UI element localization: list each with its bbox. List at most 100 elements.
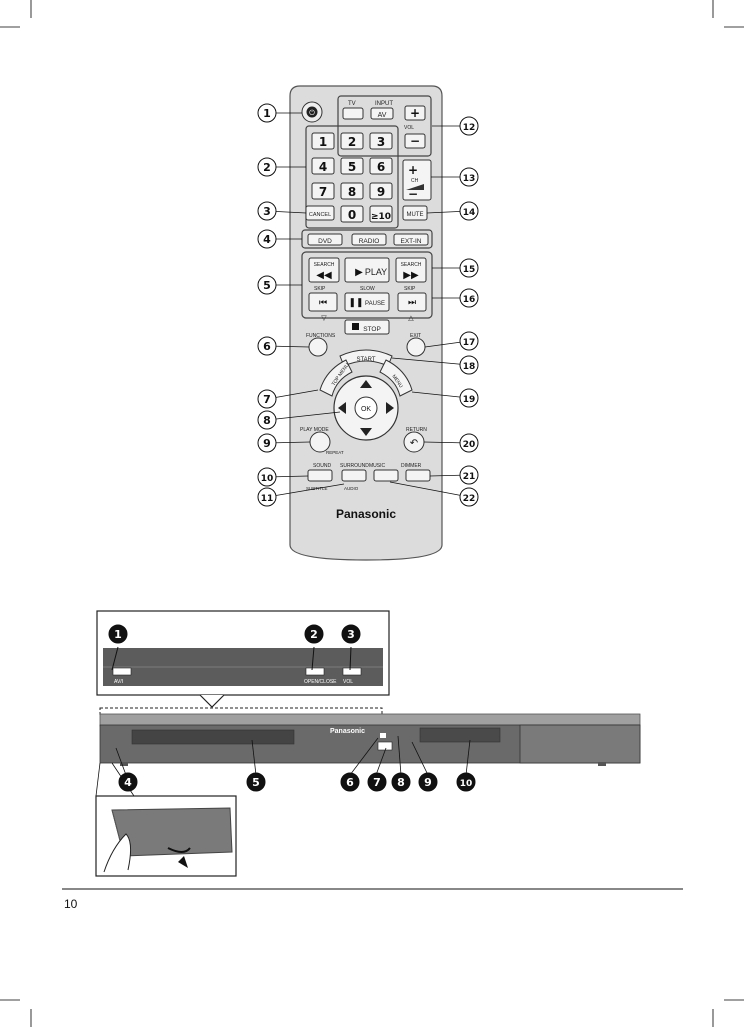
ext-in-button (393, 233, 429, 246)
input-label: INPUT (375, 101, 393, 107)
svg-text:VOL: VOL (343, 679, 353, 685)
pause-button (344, 292, 390, 312)
svg-text:START: START (356, 357, 375, 363)
svg-text:PAUSE: PAUSE (365, 301, 385, 307)
svg-text:RADIO: RADIO (359, 238, 380, 245)
svg-text:REPEAT: REPEAT (326, 450, 344, 455)
callout-circle (257, 336, 277, 356)
callout-number: 18 (463, 362, 476, 372)
callout-number: 3 (347, 628, 355, 641)
remote-brand: Panasonic (336, 507, 396, 521)
svg-text:DIMMER: DIMMER (401, 463, 422, 469)
vol-plus-button (404, 105, 426, 121)
search-fwd-button (395, 257, 427, 283)
unit-top-edge (99, 713, 641, 727)
svg-text:AV/I: AV/I (114, 679, 123, 685)
callout-number: 11 (261, 494, 274, 504)
leader-line (266, 483, 345, 498)
svg-text:AV: AV (378, 112, 387, 119)
callout-circle (257, 275, 277, 295)
callout-number: 3 (263, 205, 271, 218)
callout-number: 1 (114, 628, 122, 641)
callout-circle (304, 624, 324, 644)
svg-text:❚❚: ❚❚ (348, 297, 363, 308)
digit-label: 5 (348, 160, 356, 174)
digit-label: 8 (348, 185, 356, 199)
leader-line (391, 357, 470, 366)
callout-number: 9 (263, 437, 271, 450)
callout-number: 17 (463, 338, 476, 348)
search-back-button (308, 257, 340, 283)
callout-number: 21 (463, 472, 476, 482)
callout-circle (341, 624, 361, 644)
vol-top-button (342, 667, 362, 676)
callout-number: 22 (463, 494, 476, 504)
digit-button-10 (369, 205, 393, 223)
svg-text:FUNCTIONS: FUNCTIONS (306, 333, 336, 339)
av-top-button (112, 667, 132, 676)
svg-text:SKIP: SKIP (404, 286, 416, 292)
leader-line (411, 391, 470, 399)
skip-back-button (308, 292, 338, 312)
callout-circle (459, 288, 479, 308)
svg-text:CANCEL: CANCEL (309, 212, 331, 218)
svg-text:OPEN/CLOSE: OPEN/CLOSE (304, 679, 337, 685)
play-mode-button (309, 431, 331, 453)
down-arrow-icon (360, 428, 372, 436)
callout-number: 6 (263, 340, 271, 353)
radio-button (351, 233, 387, 246)
exit-button (406, 337, 426, 357)
svg-text:−: − (410, 134, 420, 148)
callout-circle (456, 772, 476, 792)
svg-text:EXT-IN: EXT-IN (401, 238, 422, 245)
functions-button (308, 337, 328, 357)
svg-text:⏻: ⏻ (309, 109, 315, 117)
leader-line (389, 481, 470, 498)
callout-circle (257, 157, 277, 177)
tv-power-button (342, 107, 364, 120)
unit-feet (120, 762, 128, 766)
svg-text:OK: OK (361, 406, 371, 413)
svg-text:▽: ▽ (321, 315, 327, 322)
digit-button-7 (340, 182, 364, 200)
callout-number: 14 (463, 208, 476, 218)
digit-label: 3 (377, 135, 385, 149)
svg-text:◀◀: ◀◀ (316, 270, 332, 281)
callout-number: 4 (263, 233, 271, 246)
open-arrow-icon (167, 847, 191, 853)
svg-text:PLAY: PLAY (365, 267, 387, 277)
callout-circle (108, 624, 128, 644)
disc-tray (131, 729, 295, 745)
left-arrow-icon (338, 402, 346, 414)
callout-circle (459, 465, 479, 485)
up-arrow-icon (360, 380, 372, 388)
callout-circle (459, 331, 479, 351)
digit-label: 9 (377, 185, 385, 199)
unit-brand: Panasonic (330, 728, 365, 735)
svg-text:⏭: ⏭ (408, 297, 416, 307)
callout-number: 1 (263, 107, 271, 120)
callout-circle (459, 167, 479, 187)
svg-text:SEARCH: SEARCH (314, 262, 335, 268)
digit-button-5 (369, 157, 393, 175)
callout-number: 20 (463, 440, 476, 450)
music-button (373, 469, 399, 482)
digit-label: 6 (377, 160, 385, 174)
svg-text:SLOW: SLOW (360, 286, 375, 292)
svg-text:SOUND: SOUND (313, 463, 331, 469)
usb-port (377, 741, 393, 751)
power-icon (306, 106, 318, 118)
digit-button-9 (340, 205, 364, 223)
return-icon: ↶ (410, 438, 418, 449)
callout-number: 2 (263, 161, 271, 174)
vol-minus-button (404, 133, 426, 149)
vol-label: VOL (404, 125, 414, 131)
callout-circle (459, 116, 479, 136)
